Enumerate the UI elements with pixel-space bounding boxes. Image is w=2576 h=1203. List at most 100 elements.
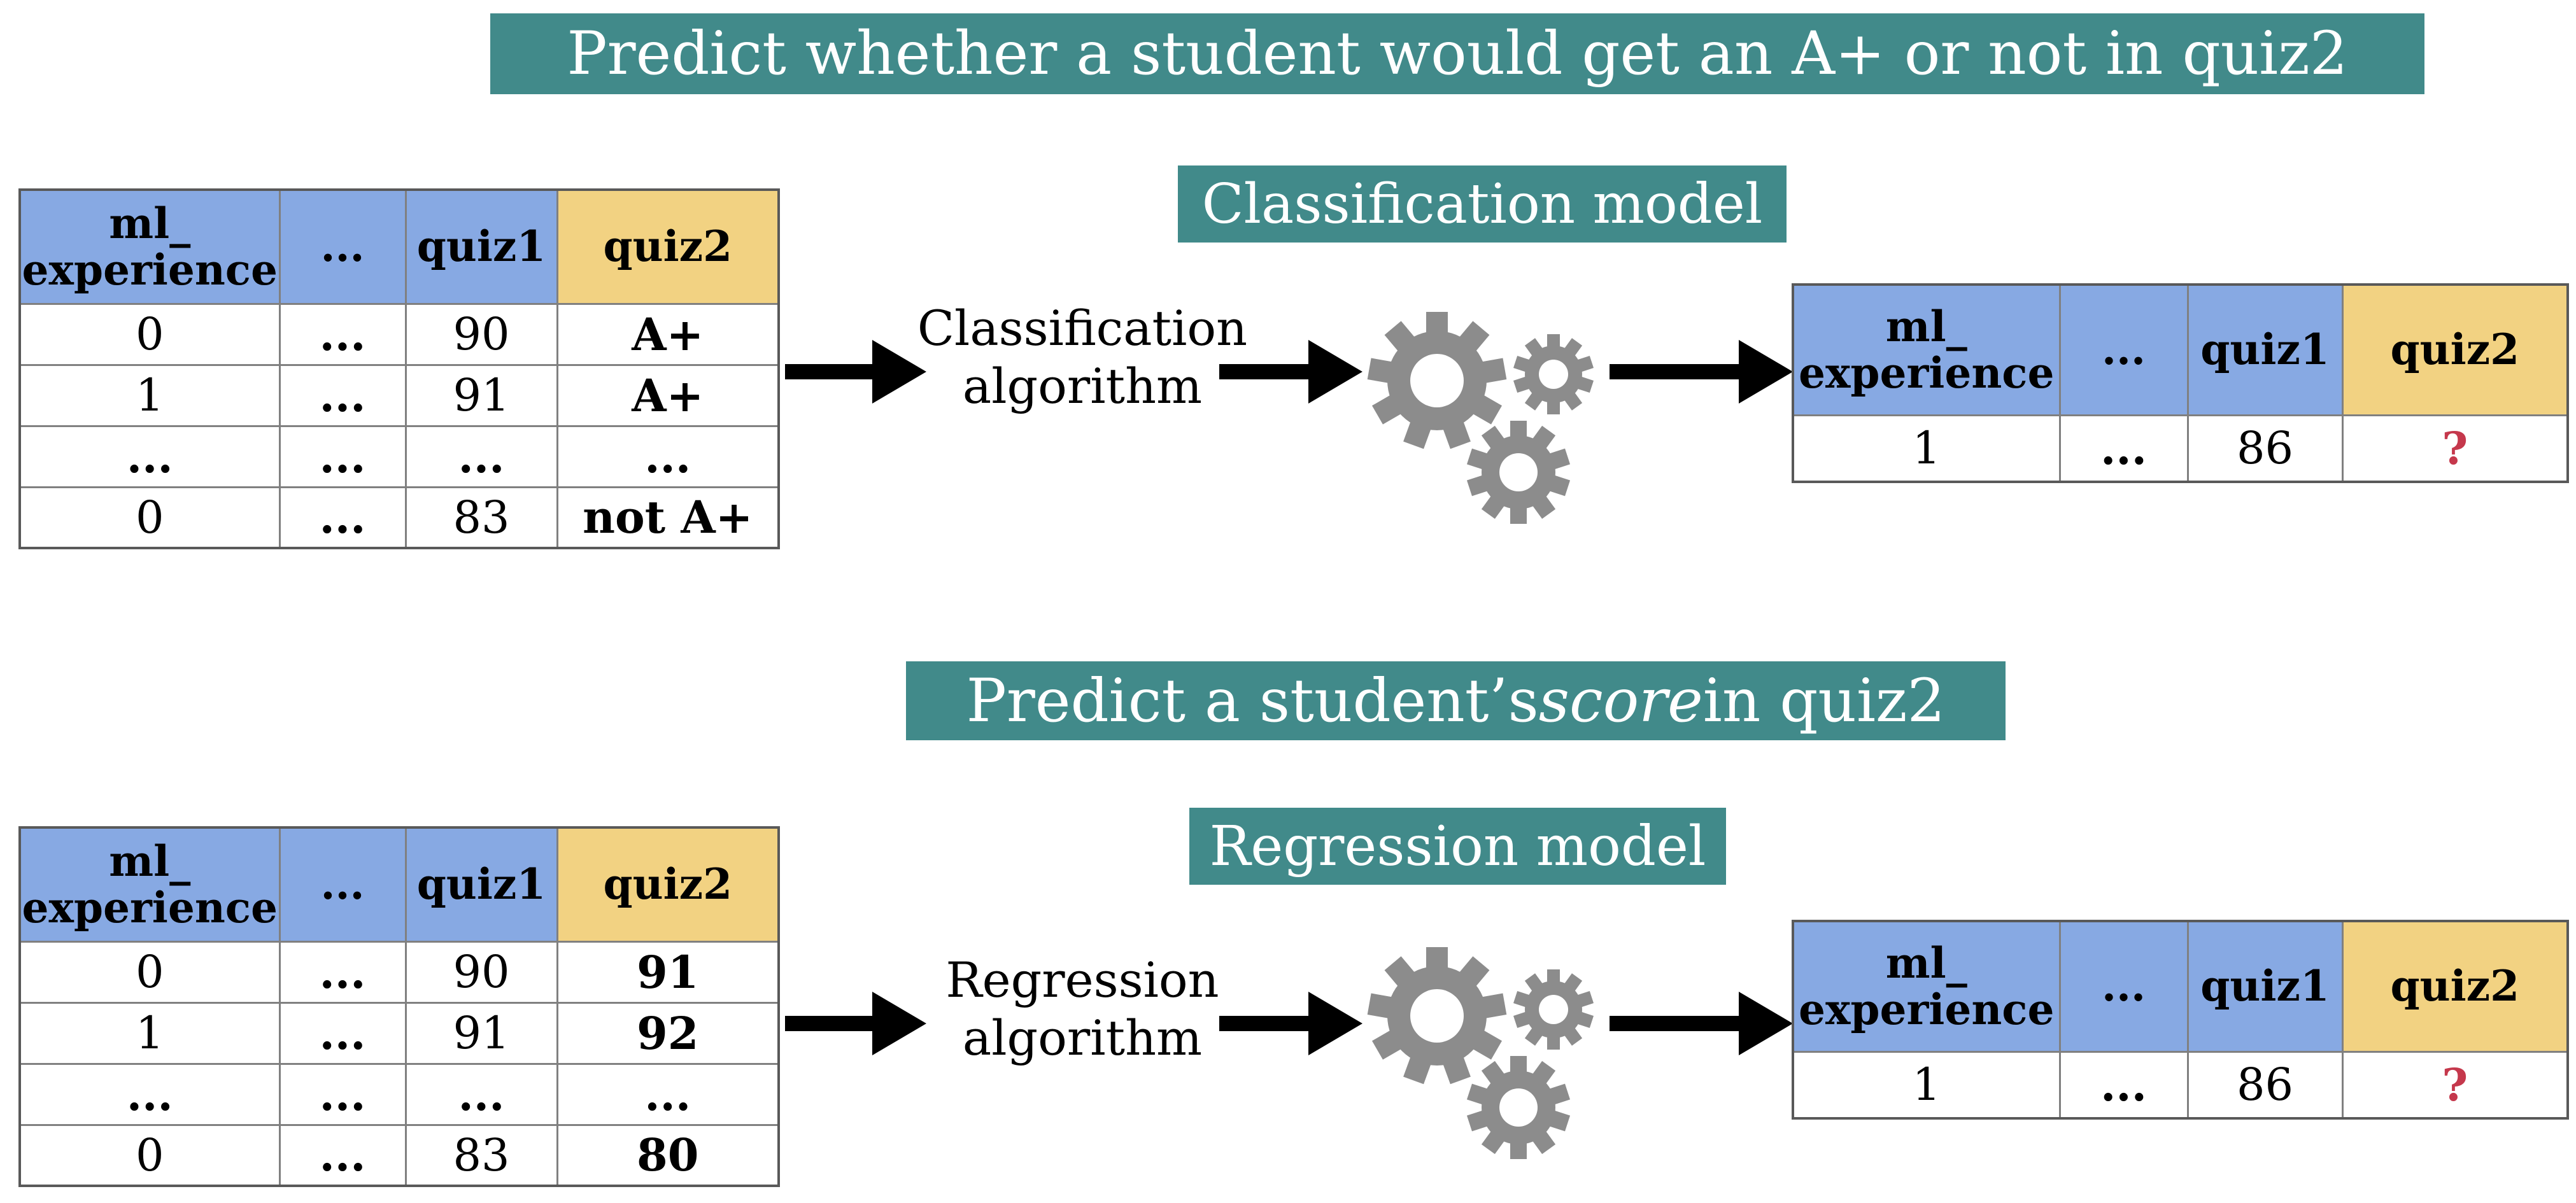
table-cell: ... [556,1062,780,1126]
table-cell: ... [278,940,407,1004]
column-header: quiz1 [404,826,558,943]
arrow-head-icon [1739,992,1793,1055]
table-cell: 83 [404,1123,558,1187]
regression-title-italic-word: score [1538,666,1703,736]
column-header: ... [278,826,407,943]
table-cell: 0 [18,302,281,366]
table-cell: A+ [556,302,780,366]
table-row: 1...86? [1792,1050,2569,1120]
table-cell: 91 [556,940,780,1004]
table-cell: ? [2341,1050,2569,1120]
table-cell: ... [278,1001,407,1065]
table-cell: ... [278,1062,407,1126]
column-header: quiz1 [2186,920,2344,1053]
classification-model-banner: Classification model [1178,165,1787,243]
table-cell: ... [2058,1050,2189,1120]
regression-model-banner: Regression model [1189,808,1726,885]
column-header: quiz1 [404,188,558,305]
table-cell: ... [278,486,407,549]
gears-icon [1367,947,1594,1159]
column-header: ml_experience [1792,920,2061,1053]
table-cell: 92 [556,1001,780,1065]
column-header: ml_experience [18,826,281,943]
algorithm-label-line1: Classification [917,300,1248,356]
column-header: ... [2058,283,2189,416]
table-cell: ... [18,425,281,488]
table-cell: 83 [404,486,558,549]
table-cell: ... [278,1123,407,1187]
table-cell: ... [18,1062,281,1126]
regression-algorithm-label: Regression algorithm [904,951,1261,1067]
gears-icon [1367,312,1594,524]
table-cell: 86 [2186,1050,2344,1120]
table-cell: 91 [404,363,558,427]
arrow-head-icon [1308,992,1362,1055]
table-cell: ... [278,425,407,488]
table-row: ............ [18,425,780,488]
table-cell: 1 [18,363,281,427]
column-header: quiz2 [2341,920,2569,1053]
regression-title-prefix: Predict a student’s [966,666,1539,736]
classification-title-banner: Predict whether a student would get an A… [490,13,2424,94]
table-cell: 80 [556,1123,780,1187]
table-cell: 90 [404,940,558,1004]
regression-title-suffix: in quiz2 [1702,666,1946,736]
table-cell: 91 [404,1001,558,1065]
table-cell: not A+ [556,486,780,549]
table-cell: ... [404,425,558,488]
table-cell: ... [278,302,407,366]
table-cell: A+ [556,363,780,427]
algorithm-label-line2: algorithm [962,1010,1203,1067]
arrow-shaft [1219,1016,1308,1031]
arrow-head-icon [1308,340,1362,404]
table-cell: ... [2058,414,2189,483]
algorithm-label-line1: Regression [945,952,1219,1008]
table-cell: 0 [18,940,281,1004]
column-header: ... [278,188,407,305]
table-cell: 86 [2186,414,2344,483]
arrow-model-to-prediction [1610,340,1793,404]
table-cell: 0 [18,486,281,549]
column-header: quiz2 [2341,283,2569,416]
column-header: quiz1 [2186,283,2344,416]
column-header: quiz2 [556,188,780,305]
arrow-head-icon [872,340,926,404]
table-row: 1...86? [1792,414,2569,483]
column-header: ml_experience [1792,283,2061,416]
arrow-head-icon [1739,340,1793,404]
table-cell: 0 [18,1123,281,1187]
arrow-algorithm-to-model [1219,340,1362,404]
table-cell: 1 [1792,1050,2061,1120]
arrow-shaft [1610,1016,1739,1031]
arrow-model-to-prediction [1610,992,1793,1055]
table-row: ............ [18,1062,780,1126]
classification-algorithm-label: Classification algorithm [904,299,1261,415]
table-cell: ? [2341,414,2569,483]
column-header: quiz2 [556,826,780,943]
arrow-algorithm-to-model [1219,992,1362,1055]
arrow-shaft [785,364,872,379]
table-cell: 1 [18,1001,281,1065]
algorithm-label-line2: algorithm [962,358,1203,415]
arrow-table-to-algorithm [785,340,926,404]
table-cell: ... [278,363,407,427]
table-cell: 1 [1792,414,2061,483]
arrow-shaft [1219,364,1308,379]
regression-title-banner: Predict a student’s score in quiz2 [906,661,2006,740]
table-cell: 90 [404,302,558,366]
arrow-shaft [1610,364,1739,379]
